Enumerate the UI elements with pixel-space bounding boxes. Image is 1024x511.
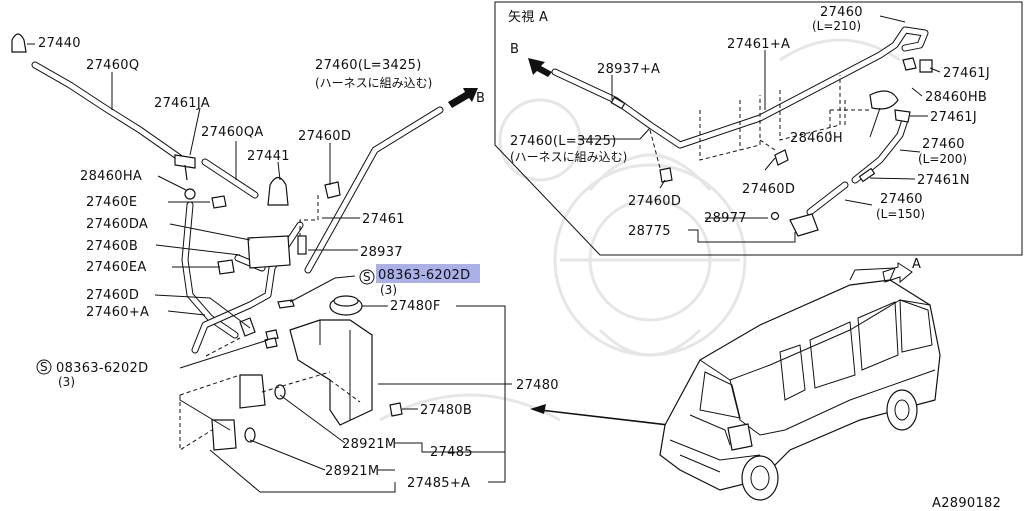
main-leaders [27,43,512,493]
label-screw-left: 08363-6202D [56,361,148,376]
label-27485: 27485 [430,445,473,460]
label-27460d-main: 27460D [298,129,351,144]
label-l200: (L=200) [918,152,967,166]
label-27480b: 27480B [420,403,472,418]
main-labels: 27440 27460Q 27461JA 27460QA 27441 27460… [36,36,559,491]
label-27460-l200: 27460 [922,137,965,152]
label-l150: (L=150) [876,207,925,221]
view-a-title: 矢視 A [508,10,548,25]
diagram-code: A2890182 [932,496,1001,511]
label-view-harness-note: (ハーネスに組み込む) [510,150,627,164]
label-27440: 27440 [38,36,81,51]
arrow-b-icon [528,58,552,77]
label-28937a: 28937+A [597,62,660,77]
label-28937-main: 28937 [360,245,403,260]
label-view-27460d-2: 27460D [628,194,681,209]
label-27460da: 27460DA [86,217,148,232]
label-27460qa: 27460QA [201,125,264,140]
svg-text:S: S [363,270,371,284]
label-27461j-1: 27461J [943,66,990,81]
label-27461ja: 27461JA [154,96,210,111]
label-28460ha: 28460HA [80,169,142,184]
washer-tank-icon [289,319,373,426]
label-27460ea: 27460EA [86,260,147,275]
label-27460e: 27460E [86,195,137,210]
highlight-box [376,264,480,283]
label-arrow-a: A [912,257,921,272]
view-a-labels: 27460 (L=210) 27461+A 28937+A 27461J 284… [510,5,990,239]
label-view-27460d-1: 27460D [742,182,795,197]
label-l210: (L=210) [812,19,861,33]
label-28921m-2: 28921M [325,464,379,479]
label-28775: 28775 [628,224,671,239]
label-27460b: 27460B [86,239,138,254]
label-arrow-b: B [476,91,485,106]
pump-lower-icon [211,419,237,451]
label-27461-main: 27461 [362,212,405,227]
screw-symbol-icon [359,269,375,285]
view-a-guides [649,75,870,169]
label-27460-l3425: 27460(L=3425) [315,58,422,73]
pump-upper-icon [239,374,266,409]
label-27460a: 27460+A [86,305,149,320]
main-hoses [31,61,444,354]
label-27485a: 27485+A [407,476,470,491]
screw-symbol-left-icon [36,359,52,375]
label-screw-top: 08363-6202D [378,268,470,283]
label-27480: 27480 [516,378,559,393]
label-27480f: 27480F [390,299,441,314]
label-27460-l150: 27460 [880,192,923,207]
view-a-leaders [578,15,941,243]
label-27460q: 27460Q [86,58,139,73]
label-27460-l210: 27460 [820,5,863,20]
view-arrow-b-label: B [510,42,519,57]
svg-text:S: S [40,360,48,374]
label-screw-left-qty: (3) [58,375,75,389]
label-27441: 27441 [247,149,290,164]
van-illustration [659,267,941,501]
tank-location-icon [727,423,753,451]
label-28921m-1: 28921M [342,437,396,452]
label-27461j-2: 27461J [930,110,977,125]
check-valve-icon [267,176,289,206]
nozzle-icon [11,33,27,53]
main-guides [179,195,361,451]
label-screw-top-qty: (3) [380,283,397,297]
label-28977: 28977 [704,211,747,226]
label-view-27460-l3425: 27460(L=3425) [510,134,617,149]
label-27461n: 27461N [917,173,970,188]
label-27461a: 27461+A [727,37,790,52]
label-harness-note: (ハーネスに組み込む) [315,76,432,90]
view-a-hoses [551,26,933,237]
arrow-b-main-icon [448,88,478,108]
view-arrow-a: A [882,257,921,284]
label-28460h: 28460H [790,131,843,146]
view-a-inset: 矢視 A B [494,1,1023,256]
label-27460d-left: 27460D [86,288,139,303]
label-28460hb: 28460HB [925,90,987,105]
